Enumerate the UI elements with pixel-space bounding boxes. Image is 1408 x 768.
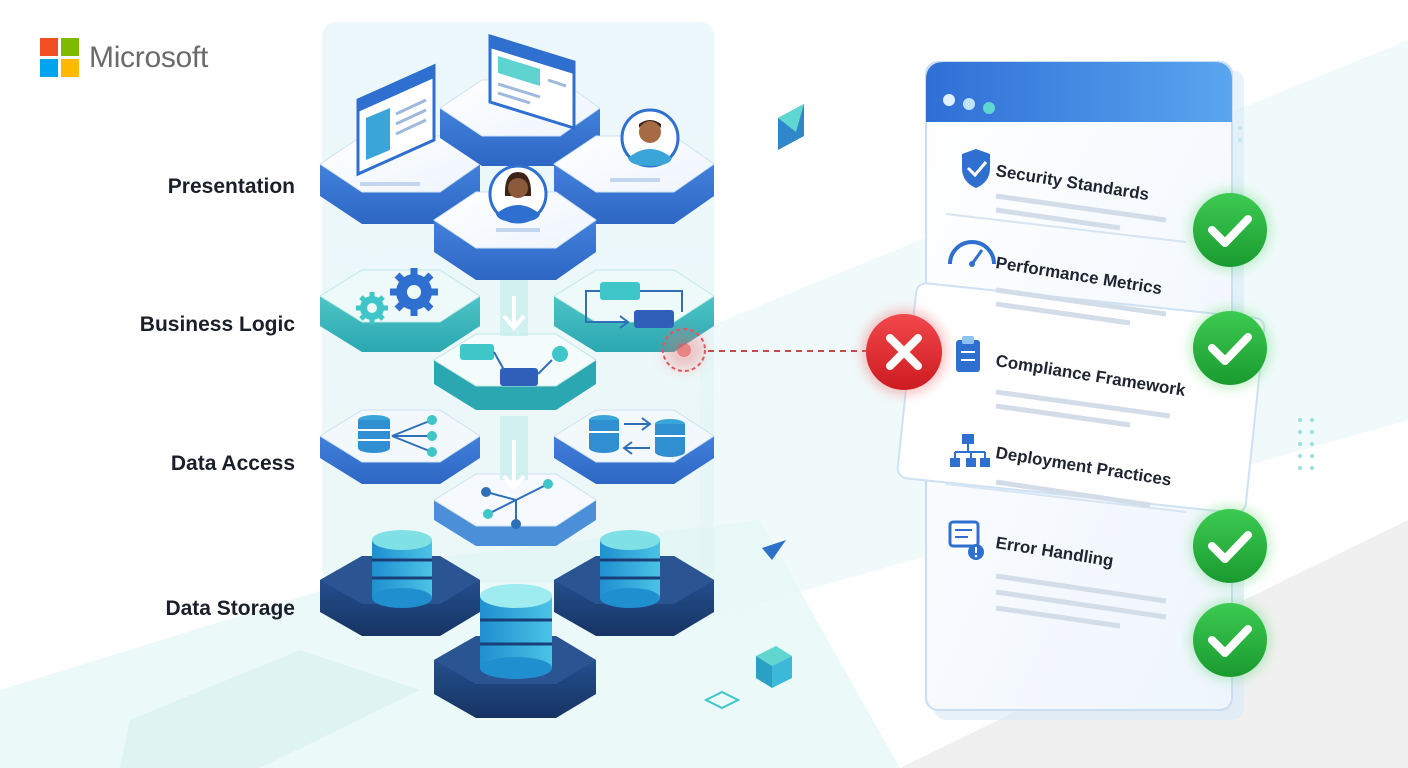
status-badges [862, 190, 1270, 680]
error-highlight-ring [662, 328, 706, 372]
user-avatar-icon-front [488, 164, 548, 224]
gears-icon [356, 268, 438, 324]
window-dot-1 [943, 94, 955, 106]
layer-label-business-logic: Business Logic [139, 313, 295, 336]
checkmark-icon [1208, 625, 1252, 657]
microsoft-logo-icon [40, 38, 79, 77]
business-logic-layer [319, 268, 715, 410]
network-nodes-icon [481, 479, 553, 529]
shield-icon [962, 149, 990, 188]
window-dot-3 [983, 102, 995, 114]
pass-badge [1190, 600, 1270, 680]
pass-badge [1190, 506, 1270, 586]
gauge-icon [948, 240, 996, 267]
logo-square-green [61, 38, 79, 56]
storage-layer [320, 530, 714, 718]
logo-square-yellow [61, 59, 79, 77]
pass-badge [1190, 308, 1270, 388]
browser-window-icon [356, 63, 436, 177]
checklist-panel: Security Standards Performance Metrics [896, 61, 1266, 720]
database-cylinder-left [372, 530, 432, 608]
flow-arrows [500, 280, 528, 492]
data-access-layer [319, 409, 715, 546]
layer-label-data-access: Data Access [170, 452, 295, 475]
decorative-cubes [703, 104, 804, 710]
fail-badge [862, 310, 946, 394]
checkmark-icon [1208, 215, 1252, 247]
presentation-layer [319, 33, 715, 280]
database-cylinder-right [600, 530, 660, 608]
window-dot-2 [963, 98, 975, 110]
hierarchy-icon [950, 434, 990, 467]
process-flow-icon [460, 344, 568, 386]
error-connector [662, 328, 866, 372]
microsoft-logo: Microsoft [40, 38, 208, 77]
logo-square-red [40, 38, 58, 56]
logo-square-blue [40, 59, 58, 77]
database-sync-icon [589, 415, 685, 457]
dashboard-window-icon [488, 33, 576, 131]
checkmark-icon [1208, 531, 1252, 563]
workflow-icon [585, 282, 683, 329]
pass-badge [1190, 190, 1270, 270]
database-fanout-icon [358, 415, 437, 457]
brand-name: Microsoft [89, 40, 208, 74]
clipboard-icon [956, 336, 980, 372]
cross-icon [886, 334, 922, 370]
user-avatar-icon-right [620, 108, 680, 168]
database-cylinder-front [480, 584, 552, 679]
alert-document-icon [948, 520, 984, 560]
checkmark-icon [1208, 333, 1252, 365]
layer-label-data-storage: Data Storage [165, 597, 295, 620]
layer-label-presentation: Presentation [167, 175, 295, 198]
panel-header [926, 62, 1232, 122]
